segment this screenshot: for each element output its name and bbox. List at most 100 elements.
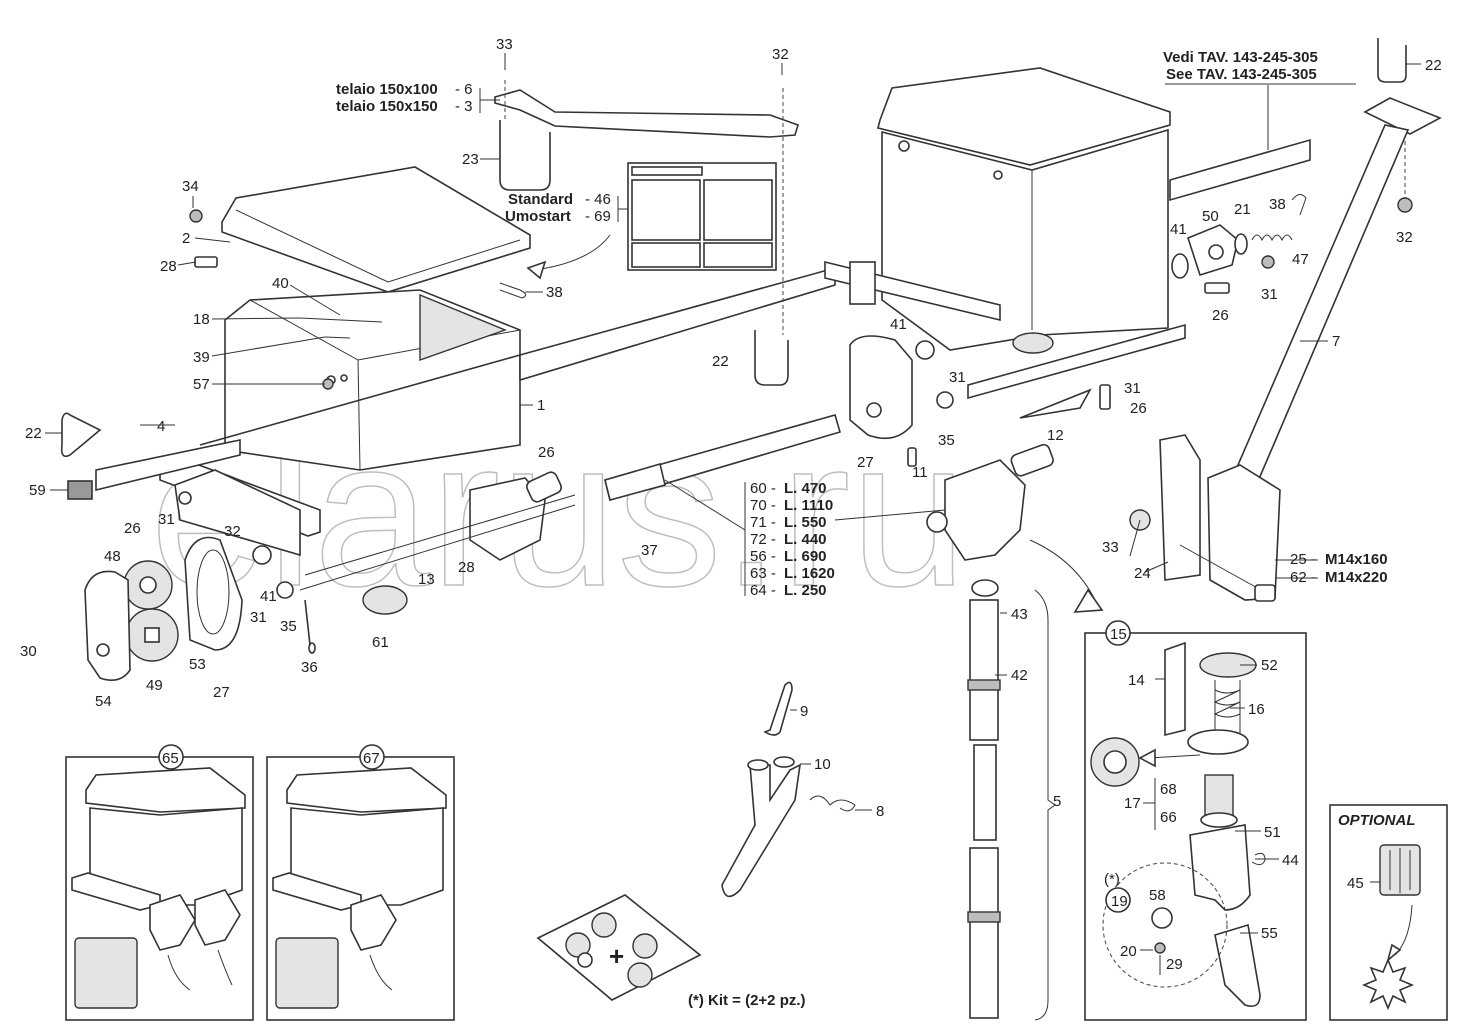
gear-cover: [84, 570, 131, 681]
callout: 31: [1124, 380, 1141, 397]
leader-lines: [45, 53, 1421, 951]
callout: 38: [546, 284, 563, 301]
callout: 2: [182, 230, 190, 247]
callout: 57: [193, 376, 210, 393]
callout: 22: [712, 353, 729, 370]
callout: 31: [949, 369, 966, 386]
callout: 32: [224, 523, 241, 540]
bolt-code-0: 25 -: [1290, 551, 1316, 568]
label-sheet: [526, 162, 777, 280]
shaft-code-6: 64 -: [750, 582, 776, 599]
callout: 42: [1011, 667, 1028, 684]
callout: 50: [1202, 208, 1219, 225]
callout: 21: [1234, 201, 1251, 218]
part-55: [1214, 923, 1261, 1008]
fork-10: [721, 763, 802, 898]
callout: 59: [29, 482, 46, 499]
callout: 41: [1170, 221, 1187, 238]
part-68: [1204, 774, 1234, 816]
callout: 31: [250, 609, 267, 626]
optional-label: OPTIONAL: [1338, 812, 1416, 829]
callout: 51: [1264, 824, 1281, 841]
callout: 13: [418, 571, 435, 588]
frame-item-2-name: telaio 150x150: [336, 98, 438, 115]
callout: 67: [363, 750, 380, 767]
callout: 27: [857, 454, 874, 471]
callout: 22: [25, 425, 42, 442]
vedi-reference: Vedi TAV. 143-245-305: [1163, 49, 1318, 66]
callout: 19: [1111, 893, 1128, 910]
see-reference: See TAV. 143-245-305: [1166, 66, 1317, 83]
bolt-size-table: 25 - M14x160 62 - M14x220: [1275, 551, 1388, 586]
callout: 31: [158, 511, 175, 528]
bolt-code-1: 62 -: [1290, 569, 1316, 586]
callout: 48: [104, 548, 121, 565]
left-hopper-body: [224, 289, 521, 471]
callout: 11: [912, 464, 928, 481]
shaft-length-2: L. 550: [784, 514, 827, 531]
callout: 15: [1110, 626, 1127, 643]
detail-box-15: [1084, 620, 1307, 1021]
callout: 18: [193, 311, 210, 328]
frame-item-1-ref: - 6: [455, 81, 473, 98]
frame-item-1-name: telaio 150x100: [336, 81, 438, 98]
drive-shaft-column: [967, 539, 1104, 1021]
part-51: [1189, 824, 1251, 911]
callout: 29: [1166, 956, 1183, 973]
callout: 52: [1261, 657, 1278, 674]
callout: 33: [1102, 539, 1119, 556]
callout: 8: [876, 803, 884, 820]
main-frame-bar: [60, 80, 1406, 492]
detail-box-65: [65, 744, 254, 1021]
callout: 9: [800, 703, 808, 720]
callout: 26: [124, 520, 141, 537]
callout: 33: [496, 36, 513, 53]
callout: 49: [146, 677, 163, 694]
label-item-2-name: Umostart: [505, 208, 571, 225]
label-sheet-labels: Standard - 46 Umostart - 69: [505, 191, 628, 225]
callout: 16: [1248, 701, 1265, 718]
label-item-1-name: Standard: [508, 191, 573, 208]
shaft-code-4: 56 -: [750, 548, 776, 565]
callout: 28: [160, 258, 177, 275]
callout: 40: [272, 275, 289, 292]
callout: 14: [1128, 672, 1145, 689]
left-hopper-lid: [221, 166, 531, 293]
ring-nut: [362, 585, 408, 615]
bolt-size-0: M14x160: [1325, 551, 1388, 568]
callout: 24: [1134, 565, 1151, 582]
callout: 36: [301, 659, 318, 676]
shaft-length-table: 60 - L. 470 70 - L. 1110 71 - L. 550 72 …: [664, 479, 835, 599]
left-hopper-assembly: [67, 166, 576, 681]
chain-cover: [184, 536, 243, 651]
right-hopper-assembly: [604, 67, 1413, 561]
part-14: [1164, 641, 1186, 737]
callout: 27: [213, 684, 230, 701]
callout: 41: [890, 316, 907, 333]
callout: 68: [1160, 781, 1177, 798]
callout: 54: [95, 693, 112, 710]
shaft-code-0: 60 -: [750, 480, 776, 497]
callout: 28: [458, 559, 475, 576]
callout: 35: [280, 618, 297, 635]
callout: 26: [538, 444, 555, 461]
drive-housing: [849, 335, 913, 440]
callout: 22: [1425, 57, 1442, 74]
right-outlet-unit: [944, 459, 1026, 561]
shaft-code-2: 71 -: [750, 514, 776, 531]
frame-item-2-ref: - 3: [455, 98, 473, 115]
label-item-1-ref: - 46: [585, 191, 611, 208]
callout: 38: [1269, 196, 1286, 213]
shaft-length-1: L. 1110: [784, 497, 833, 514]
frame-bracket: [494, 89, 799, 138]
shaft-length-4: L. 690: [784, 548, 827, 565]
callout: 12: [1047, 427, 1064, 444]
kit-plus: +: [609, 941, 624, 971]
callout: 10: [814, 756, 831, 773]
clamp-plate-24: [1159, 434, 1201, 581]
bar-12: [967, 323, 1186, 400]
callout: 7: [1332, 333, 1340, 350]
label-item-2-ref: - 69: [585, 208, 611, 225]
shaft-length-3: L. 440: [784, 531, 827, 548]
